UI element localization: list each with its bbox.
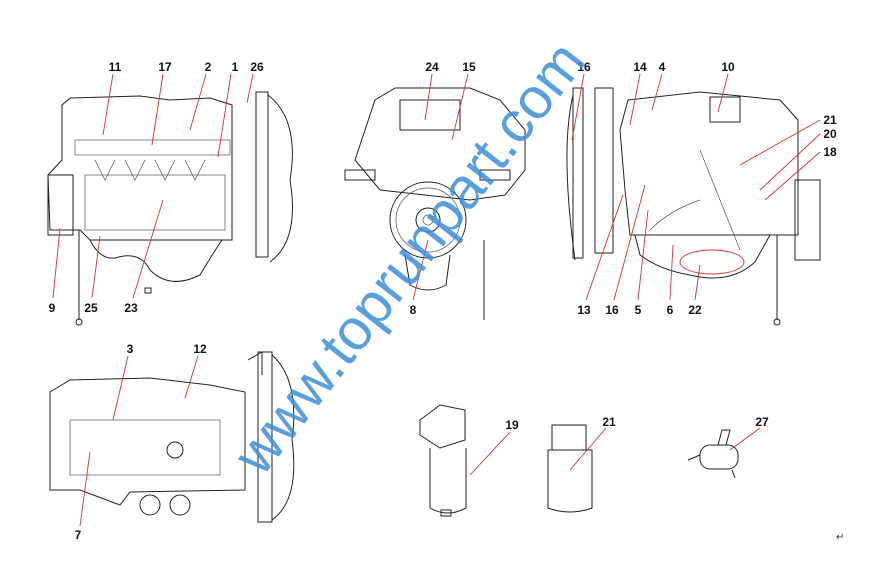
callout-24: 24 xyxy=(425,60,439,74)
callout-3: 3 xyxy=(127,342,134,356)
callout-20: 20 xyxy=(823,127,837,141)
callout-25: 25 xyxy=(84,301,98,315)
callout-27: 27 xyxy=(755,415,769,429)
callout-16b: 16 xyxy=(605,303,619,317)
callout-11: 11 xyxy=(109,60,122,74)
leader-lines xyxy=(52,73,821,527)
callout-10: 10 xyxy=(721,60,735,74)
breather-27 xyxy=(687,429,739,479)
callout-17: 17 xyxy=(158,60,172,74)
callout-9: 9 xyxy=(49,301,56,315)
callout-18: 18 xyxy=(823,145,837,159)
callout-4: 4 xyxy=(659,60,666,74)
callout-23: 23 xyxy=(124,301,138,315)
callout-1: 1 xyxy=(232,60,239,74)
callout-6: 6 xyxy=(667,303,674,317)
callout-14: 14 xyxy=(633,60,647,74)
return-mark: ↵ xyxy=(836,532,844,543)
callout-21b: 21 xyxy=(602,415,616,429)
callout-19: 19 xyxy=(505,418,519,432)
callout-7: 7 xyxy=(75,528,82,542)
oil-filter-21 xyxy=(547,424,593,513)
watermark: www.toprunpart.com xyxy=(220,29,597,486)
callout-13: 13 xyxy=(577,303,591,317)
engine-side-view-lower xyxy=(49,351,295,523)
callout-22: 22 xyxy=(688,303,702,317)
fuel-filter-19 xyxy=(419,404,467,517)
callout-21: 21 xyxy=(823,113,837,127)
callout-5: 5 xyxy=(635,303,642,317)
callout-labels: 11 17 2 1 26 9 25 23 24 15 8 16 14 4 10 … xyxy=(49,60,837,542)
callout-8: 8 xyxy=(410,303,417,317)
callout-26: 26 xyxy=(250,60,264,74)
callout-12: 12 xyxy=(193,342,207,356)
callout-15: 15 xyxy=(462,60,476,74)
callout-2: 2 xyxy=(205,60,212,74)
callout-16: 16 xyxy=(577,60,591,74)
engine-side-view-left xyxy=(47,91,293,326)
engine-side-view-right xyxy=(566,87,821,326)
engine-rear-view xyxy=(344,87,526,320)
